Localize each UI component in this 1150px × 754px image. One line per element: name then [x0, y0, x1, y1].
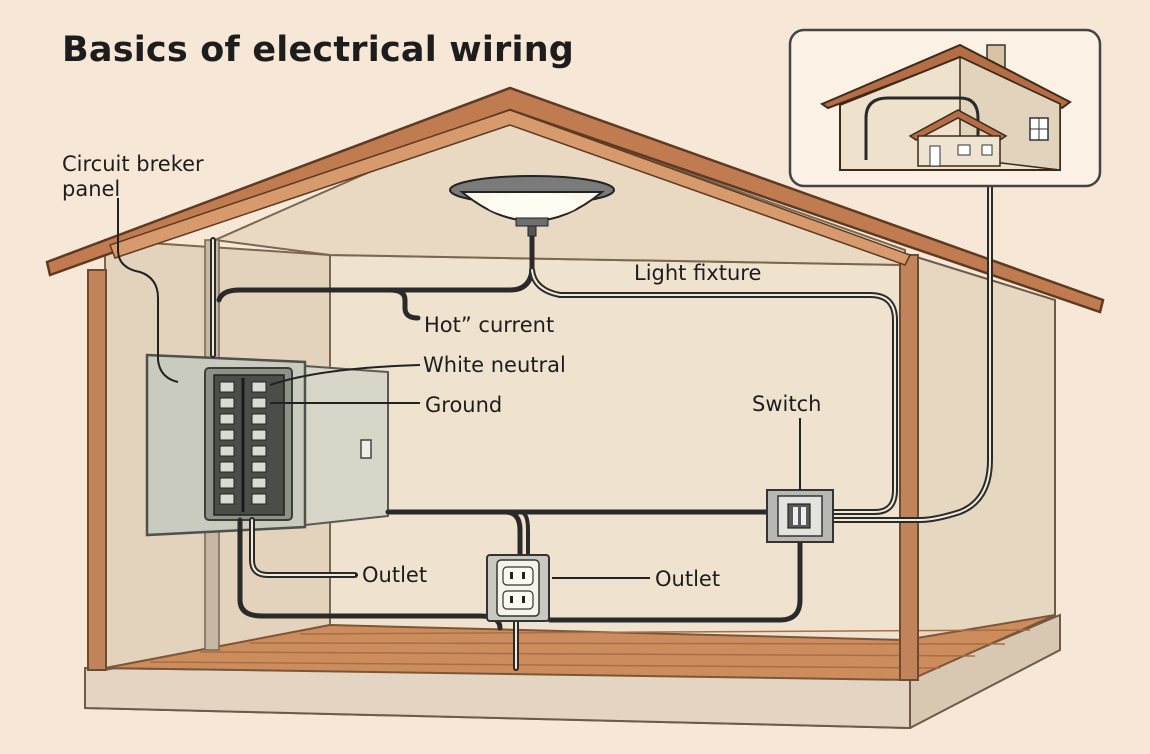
- leader-lines: [117, 198, 801, 579]
- label-ground: Ground: [425, 393, 502, 417]
- panel-door-latch: [360, 439, 372, 459]
- wiring: [210, 182, 993, 671]
- inset-house-illustration: [819, 43, 1072, 171]
- label-circuit-breaker-panel-line2: panel: [62, 177, 120, 201]
- right-exterior-wall: [909, 253, 1056, 680]
- breaker-panel: [145, 353, 389, 537]
- switch-box: [766, 489, 834, 543]
- panel-door: [304, 364, 389, 527]
- label-light-fixture: Light fixture: [634, 261, 761, 285]
- label-switch: Switch: [752, 392, 821, 416]
- foundation: [84, 613, 1061, 730]
- label-circuit-breaker-panel-line1: Circuit breker: [62, 152, 204, 176]
- page-title: Basics of electrical wiring: [62, 30, 575, 70]
- label-hot-current: Hot” current: [424, 313, 554, 337]
- label-outlet-left: Outlet: [362, 563, 427, 587]
- outlet-box: [486, 554, 550, 622]
- ceiling-light-fixture: [449, 175, 615, 237]
- label-white-neutral: White neutral: [423, 353, 566, 377]
- breaker-switches: [219, 381, 267, 505]
- label-outlet-right: Outlet: [655, 567, 720, 591]
- labels: Circuit breker panel Light fixture Hot” …: [62, 152, 821, 591]
- inset-house-frame: [788, 28, 1102, 188]
- roof: [45, 86, 1105, 314]
